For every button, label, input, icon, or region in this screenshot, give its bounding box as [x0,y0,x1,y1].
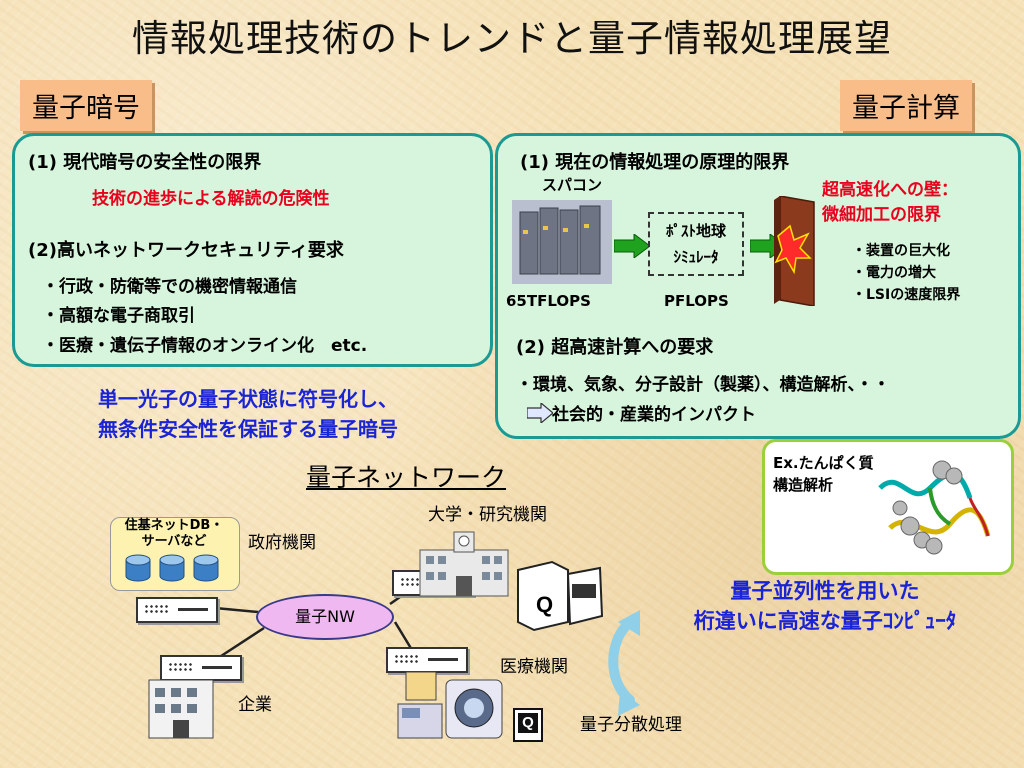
research-equipment-icon: Q [512,556,606,638]
crypto-heading-2: (2)高いネットワークセキュリティ要求 [28,240,344,261]
quantum-node-icon: Q [513,708,543,742]
supercomputer-label: スパコン [542,176,603,194]
wall-items: ・装置の巨大化 ・電力の増大 ・LSIの速度限界 [852,240,960,306]
wall-title: 超高速化への壁： 微細加工の限界 [822,178,958,228]
q-glyph: Q [518,713,538,733]
flops-left: 65TFLOPS [506,292,591,310]
government-label: 政府機関 [248,533,316,553]
university-label: 大学・研究機関 [428,505,547,525]
company-label: 企業 [238,695,272,715]
crypto-label: 量子暗号 [20,80,152,131]
crypto-item: ・高額な電子商取引 [42,306,195,326]
computing-needs: ・環境、気象、分子設計（製薬）、構造解析、・・ [516,375,890,395]
db-label-line: 住基ネットDB・ [124,518,224,533]
university-building-icon [418,528,510,602]
wall-title-line: 微細加工の限界 [822,205,941,225]
network-title: 量子ネットワーク [306,463,507,492]
medical-label: 医療機関 [500,657,568,677]
protein-example-label: Ex.たんぱく質 構造解析 [773,452,874,496]
protein-example-line: Ex.たんぱく質 [773,454,874,472]
company-building-icon [145,670,217,744]
computing-heading-2: (2) 超高速計算への要求 [516,337,714,358]
distributed-label: 量子分散処理 [580,715,682,735]
protein-structure-icon [870,448,1000,568]
wall-title-line: 超高速化への壁： [822,180,958,200]
wall-item: ・LSIの速度限界 [852,287,961,303]
simulator-box: ﾎﾟｽﾄ地球 ｼﾐｭﾚｰﾀ [648,212,744,276]
page-title: 情報処理技術のトレンドと量子情報処理展望 [132,17,892,60]
server-icon [160,655,242,681]
computing-conclusion-line: 桁違いに高速な量子ｺﾝﾋﾟｭｰﾀ [693,609,957,633]
svg-text:Q: Q [536,592,553,617]
crypto-panel [12,133,493,367]
db-label: 住基ネットDB・ サーバなど [112,518,236,550]
protein-example-line: 構造解析 [773,476,834,494]
computing-conclusion: 量子並列性を用いた 桁違いに高速な量子ｺﾝﾋﾟｭｰﾀ [640,576,1010,636]
database-icon [122,554,226,588]
protein-example-box [762,439,1014,575]
supercomputer-image [512,200,612,284]
wall-item: ・装置の巨大化 [852,243,950,259]
computing-heading-1: (1) 現在の情報処理の原理的限界 [520,152,790,173]
crypto-item: ・行政・防衛等での機密情報通信 [42,277,297,297]
medical-scanner-icon [396,664,506,746]
computing-impact: 社会的・産業的インパクト [552,405,756,425]
crypto-item: ・医療・遺伝子情報のオンライン化 etc. [42,336,368,356]
quantum-nw-hub: 量子NW [256,594,394,640]
crypto-conclusion-line: 単一光子の量子状態に符号化し、 [98,387,398,411]
db-label-line: サーバなど [141,534,207,549]
crypto-heading-1: (1) 現代暗号の安全性の限界 [28,152,262,173]
server-icon [136,597,218,623]
impact-arrow-icon [526,401,554,427]
computing-conclusion-line: 量子並列性を用いた [730,579,920,603]
crypto-subheading: 技術の進歩による解読の危険性 [92,189,330,209]
brick-wall-icon [774,195,822,307]
computing-panel [495,133,1021,439]
flops-right: PFLOPS [664,292,729,310]
green-arrow-icon [613,233,651,262]
computing-label: 量子計算 [840,80,972,131]
wall-item: ・電力の増大 [852,265,936,281]
crypto-conclusion-line: 無条件安全性を保証する量子暗号 [98,417,398,441]
crypto-conclusion: 単一光子の量子状態に符号化し、 無条件安全性を保証する量子暗号 [28,384,468,444]
